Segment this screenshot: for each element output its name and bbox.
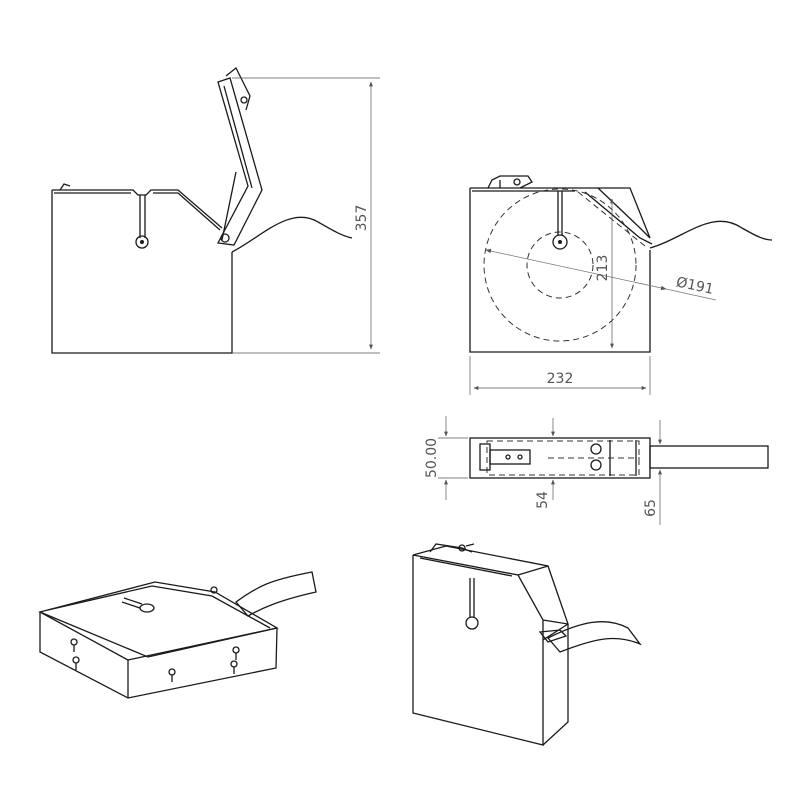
front-view: Ø191 213 232	[469, 175, 773, 395]
dim-diameter-label: Ø191	[675, 274, 715, 297]
tape-strip	[231, 216, 353, 253]
isometric-upright-view	[412, 543, 642, 746]
open-lid	[216, 77, 263, 246]
isometric-flat-view	[37, 571, 317, 699]
front-tape	[649, 220, 773, 249]
dim-height-label: 357	[354, 205, 370, 232]
dim-depth-label: 50.00	[424, 438, 440, 478]
keyhole-slots	[70, 638, 240, 682]
top-view: 50.00 54 65	[424, 416, 769, 525]
dim-center-height-label: 213	[595, 255, 611, 282]
iso-upright-tape	[546, 621, 642, 653]
top-tape	[649, 445, 769, 469]
iso-flat-tape	[235, 571, 317, 617]
roll-outer-dashed	[483, 188, 637, 342]
hub-circle	[135, 235, 149, 249]
dim-width-label: 232	[547, 371, 574, 387]
dim-slot-label: 54	[535, 491, 551, 509]
side-view-lid-open: 357	[51, 66, 380, 354]
dim-tape-height-label: 65	[643, 499, 659, 517]
